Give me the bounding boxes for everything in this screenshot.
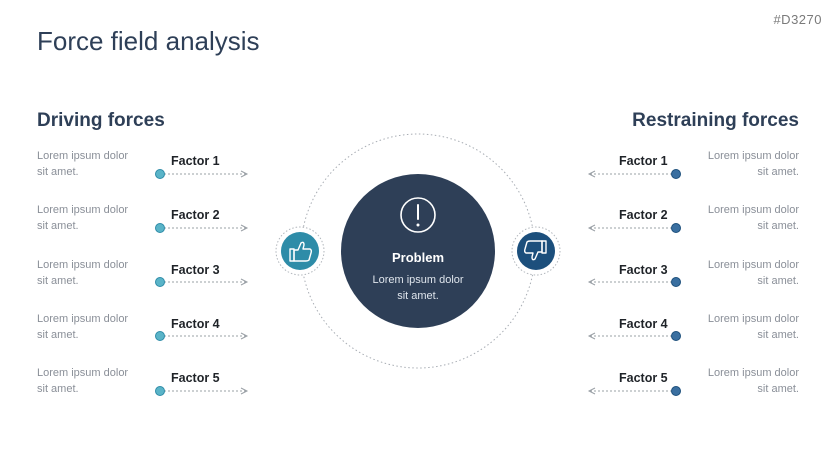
restraining-arrow-1 [587, 169, 681, 179]
driving-node [281, 232, 319, 270]
problem-circle [341, 174, 495, 328]
driving-factor-2-label: Factor 2 [171, 208, 220, 222]
driving-arrow-1 [155, 169, 249, 179]
driving-forces-heading: Driving forces [37, 110, 165, 131]
thumbs-up-icon [289, 241, 313, 262]
driving-factor-5-label: Factor 5 [171, 371, 220, 385]
driving-factor-1-label: Factor 1 [171, 154, 220, 168]
restraining-factor-3-label: Factor 3 [619, 263, 668, 277]
problem-title: Problem [391, 250, 444, 265]
exclamation-icon [400, 197, 436, 233]
thumbs-down-icon [523, 240, 547, 261]
restraining-factor-2-label: Factor 2 [619, 208, 668, 222]
restraining-node [517, 232, 555, 270]
driving-arrow-5 [155, 386, 249, 396]
driving-arrow-4 [155, 331, 249, 341]
driving-arrow-2 [155, 223, 249, 233]
restraining-arrow-3 [587, 277, 681, 287]
driving-factor-3-label: Factor 3 [171, 263, 220, 277]
driving-factor-4-label: Factor 4 [171, 317, 220, 331]
restraining-arrow-2 [587, 223, 681, 233]
slide-code: #D3270 [773, 12, 822, 27]
restraining-forces-heading: Restraining forces [632, 110, 799, 131]
restraining-factor-5-label: Factor 5 [619, 371, 668, 385]
restraining-factor-1-label: Factor 1 [619, 154, 668, 168]
page-title: Force field analysis [37, 26, 260, 56]
restraining-arrow-5 [587, 386, 681, 396]
restraining-factor-4-label: Factor 4 [619, 317, 668, 331]
restraining-arrow-4 [587, 331, 681, 341]
driving-arrow-3 [155, 277, 249, 287]
